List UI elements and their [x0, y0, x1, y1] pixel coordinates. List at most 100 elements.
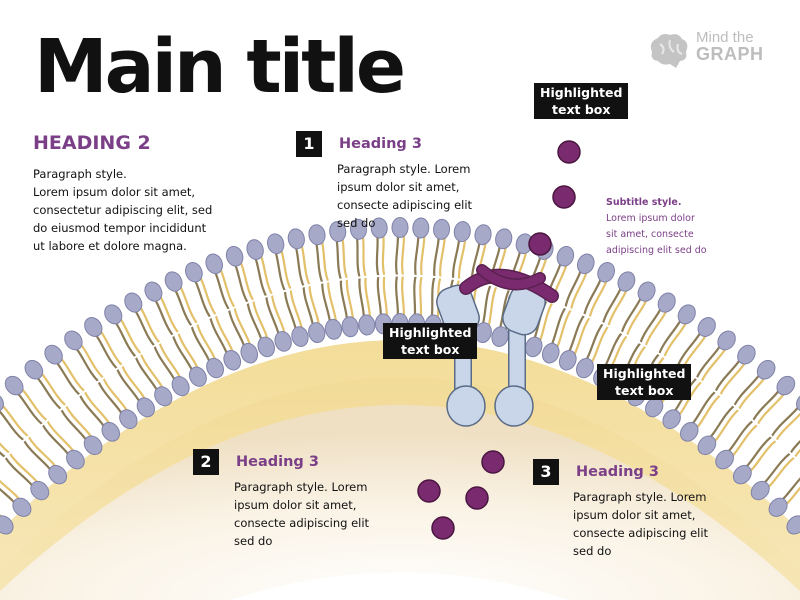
phospholipid-head	[308, 322, 326, 344]
step-1-number: 1	[296, 131, 322, 157]
phospholipid-head	[257, 336, 275, 358]
intro-line: Paragraph style.	[33, 167, 127, 181]
main-title: Main title	[34, 24, 406, 110]
highlight-line: Highlighted	[540, 85, 623, 100]
phospholipid-head	[136, 397, 155, 418]
phospholipid-head	[267, 233, 285, 255]
lipid-tail	[770, 403, 800, 438]
phospholipid-head	[308, 224, 326, 246]
subtitle-block: Subtitle style. Lorem ipsum dolor sit am…	[606, 195, 707, 259]
phospholipid-head	[717, 330, 736, 351]
signal-molecule	[465, 486, 489, 510]
bound-ligand	[459, 264, 559, 303]
phospholipid-head	[246, 239, 264, 260]
phospholipid-head	[697, 317, 716, 337]
phospholipid-head	[240, 342, 259, 364]
phospholipid-head	[274, 331, 292, 352]
phospholipid-head	[287, 228, 305, 250]
lipid-tail	[793, 448, 800, 458]
lipid-tail	[0, 451, 6, 459]
phospholipid-head	[291, 326, 309, 347]
phospholipid-head	[44, 344, 63, 365]
phospholipid-head	[358, 314, 376, 336]
step-2-line: Paragraph style. Lorem	[234, 480, 368, 494]
phospholipid-head	[768, 497, 788, 517]
phospholipid-head	[679, 421, 699, 442]
highlight-line: text box	[400, 342, 460, 357]
bilayer-midline	[0, 274, 800, 464]
phospholipid-heads	[0, 217, 800, 535]
phospholipid-head	[491, 326, 509, 347]
heading-2: HEADING 2	[33, 132, 151, 154]
phospholipid-head	[64, 330, 83, 351]
phospholipid-head	[124, 292, 143, 313]
lipid-tail	[789, 440, 800, 454]
phospholipid-head	[119, 409, 138, 430]
intro-line: ut labore et dolore magna.	[33, 239, 187, 253]
signal-molecule	[528, 232, 552, 256]
signal-molecule	[481, 450, 505, 474]
phospholipid-head	[637, 281, 656, 302]
phospholipid-head	[324, 318, 343, 340]
phospholipid-head	[617, 271, 636, 292]
phospholipid-head	[525, 336, 543, 358]
step-3-line: consecte adipiscing elit	[573, 526, 709, 540]
brain-icon	[650, 34, 688, 68]
phospholipid-head	[391, 217, 409, 238]
phospholipid-head	[188, 366, 207, 387]
step-3-paragraph: Paragraph style. Lorem ipsum dolor sit a…	[573, 488, 708, 560]
phospholipid-head	[341, 316, 359, 338]
phospholipid-head	[662, 409, 681, 430]
step-3-number: 3	[533, 459, 559, 485]
phospholipid-head	[750, 480, 770, 501]
step-2-paragraph: Paragraph style. Lorem ipsum dolor sit a…	[234, 478, 369, 550]
step-1-line: consecte adipiscing elit	[337, 198, 473, 212]
subtitle-line: Lorem ipsum dolor	[606, 213, 695, 224]
step-2-heading: Heading 3	[236, 454, 319, 470]
phospholipid-head	[223, 350, 242, 371]
phospholipid-head	[84, 317, 103, 337]
phospholipid-head	[349, 218, 367, 240]
highlight-line: Highlighted	[603, 366, 686, 381]
lipid-band	[0, 340, 800, 592]
phospholipid-head	[575, 357, 594, 379]
step-1-line: sed do	[337, 216, 376, 230]
phospholipid-head	[597, 262, 615, 283]
phospholipid-head	[697, 435, 717, 456]
signal-molecule	[431, 516, 455, 540]
phospholipid-head	[715, 449, 734, 470]
phospholipid-head	[101, 421, 121, 442]
lipid-tail	[775, 412, 800, 441]
phospholipid-head	[225, 245, 244, 267]
lipid-tail	[0, 410, 25, 442]
phospholipid-head	[732, 464, 752, 485]
intro-line: consectetur adipiscing elit, sed	[33, 203, 213, 217]
highlight-line: text box	[614, 383, 674, 398]
phospholipid-head	[12, 497, 32, 517]
highlight-line: Highlighted	[389, 325, 472, 340]
phospholipid-head	[756, 359, 776, 380]
phospholipid-head	[48, 464, 68, 485]
step-3-line: Paragraph style. Lorem	[573, 490, 707, 504]
highlight-line: text box	[551, 102, 611, 117]
phospholipid-head	[796, 392, 800, 412]
phospholipid-head	[370, 217, 388, 239]
highlight-box-middle: Highlighted text box	[383, 323, 478, 359]
phospholipid-head	[495, 228, 513, 250]
phospholipid-head	[171, 376, 190, 397]
phospholipid-head	[737, 344, 756, 365]
white-glow	[230, 572, 570, 600]
step-1-line: Paragraph style. Lorem	[337, 162, 471, 176]
phospholipid-head	[4, 375, 24, 396]
logo-line1: Mind the	[696, 29, 754, 46]
phospholipid-head	[0, 392, 4, 412]
phospholipid-head	[576, 253, 595, 275]
phospholipid-head	[144, 281, 163, 302]
phospholipid-head	[677, 304, 696, 325]
highlight-box-right: Highlighted text box	[597, 364, 692, 400]
phospholipid-head	[776, 375, 796, 396]
phospholipid-head	[329, 221, 347, 243]
phospholipid-head	[786, 515, 800, 535]
step-3-heading: Heading 3	[576, 464, 659, 480]
